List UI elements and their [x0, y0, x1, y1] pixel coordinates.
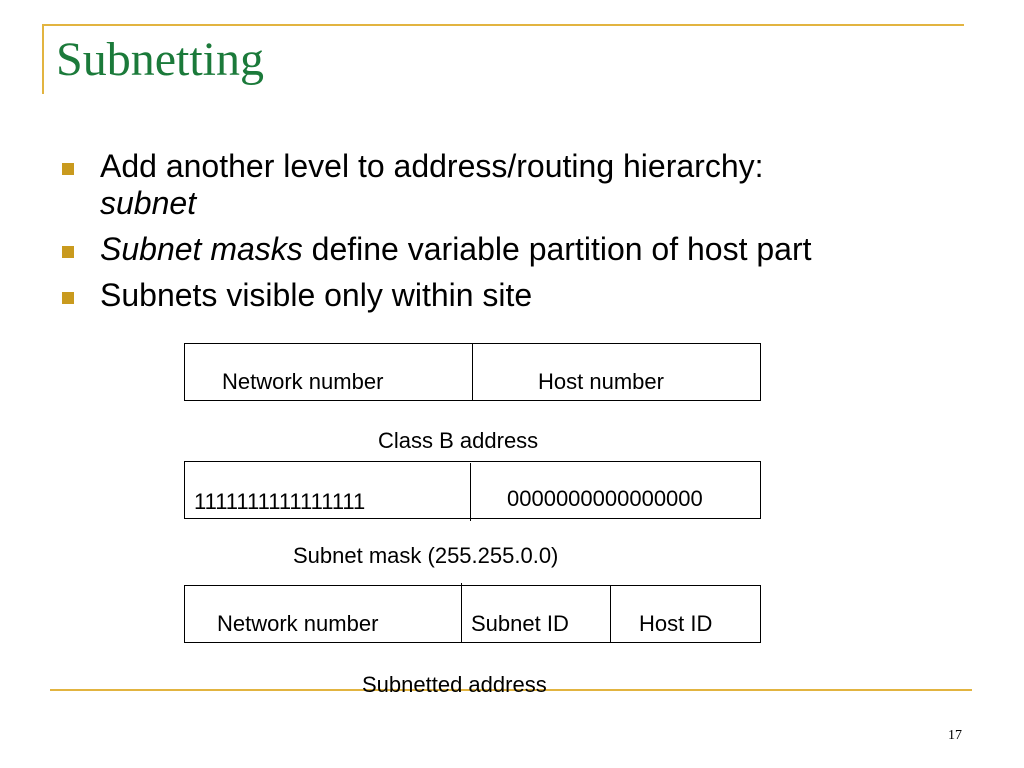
subnetted-network-label: Network number: [217, 611, 379, 636]
square-bullet-icon: [62, 163, 74, 175]
subnet-mask-divider: [470, 463, 471, 521]
mask-zeros-label: 0000000000000000: [507, 486, 703, 511]
class-b-network-label: Network number: [222, 369, 384, 394]
bottom-rule: [50, 689, 972, 691]
left-rule: [42, 24, 44, 94]
class-b-divider: [472, 343, 473, 401]
subnetted-caption: Subnetted address: [362, 672, 547, 697]
square-bullet-icon: [62, 246, 74, 258]
bullet-item-1: Add another level to address/routing hie…: [62, 148, 962, 222]
square-bullet-icon: [62, 292, 74, 304]
bullet-text: define variable partition of host part: [302, 231, 812, 267]
mask-ones-label: 1111111111111111: [194, 489, 366, 514]
subnetted-divider-network: [461, 583, 462, 643]
subnetted-address-box: [184, 585, 761, 643]
subnetted-divider-subnet: [610, 585, 611, 643]
subnet-mask-box: [184, 461, 761, 519]
bullet-item-2: Subnet masks define variable partition o…: [62, 231, 962, 268]
bullet-emphasis: subnet: [100, 185, 197, 221]
top-rule: [42, 24, 964, 26]
subnet-mask-caption: Subnet mask (255.255.0.0): [293, 543, 559, 568]
bullet-list: Add another level to address/routing hie…: [62, 148, 962, 323]
page-number: 17: [948, 728, 962, 743]
slide-title: Subnetting: [56, 33, 265, 86]
class-b-caption: Class B address: [378, 428, 539, 453]
bullet-item-3: Subnets visible only within site: [62, 277, 962, 314]
class-b-host-label: Host number: [538, 369, 664, 394]
bullet-emphasis: Subnet masks: [100, 231, 303, 267]
bullet-text: Add another level to address/routing hie…: [100, 148, 764, 184]
subnetted-subnet-label: Subnet ID: [471, 611, 569, 636]
bullet-text: Subnets visible only within site: [100, 277, 533, 313]
subnetted-host-label: Host ID: [639, 611, 713, 636]
